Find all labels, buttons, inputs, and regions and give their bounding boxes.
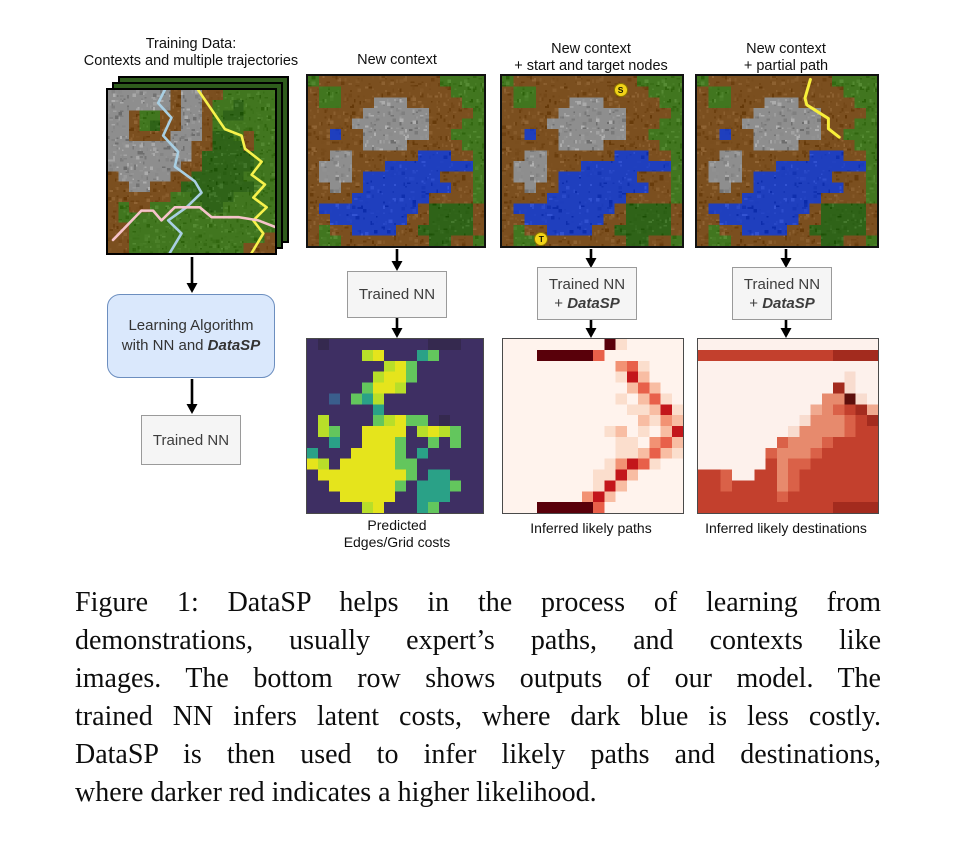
caption-line: images. The bottom row shows outputs of … bbox=[75, 663, 881, 694]
context-terrain-canvas bbox=[502, 76, 682, 246]
inferred-paths-heatmap bbox=[502, 338, 684, 514]
paths-heatmap-canvas bbox=[503, 339, 683, 513]
training-title-line1: Training Data: bbox=[145, 36, 237, 52]
algo-box-line1: Learning Algorithm bbox=[128, 317, 254, 334]
costs-output-caption: Predicted Edges/Grid costs bbox=[343, 517, 451, 550]
datasp-emphasis: DataSP bbox=[762, 294, 815, 312]
training-terrain-canvas bbox=[108, 90, 275, 253]
flow-arrow bbox=[391, 249, 403, 271]
training-image-stack bbox=[106, 76, 292, 256]
flow-arrow bbox=[780, 320, 792, 338]
caption-line: demonstrations, usually expert’s paths, … bbox=[75, 625, 881, 656]
trajectories-overlay bbox=[108, 90, 275, 253]
column-costs-title: New context bbox=[357, 52, 437, 68]
destinations-output-caption: Inferred likely destinations bbox=[705, 520, 867, 536]
flow-arrow bbox=[780, 249, 792, 268]
column-paths-title: New context + start and target nodes bbox=[514, 41, 668, 74]
inferred-destinations-heatmap bbox=[697, 338, 879, 514]
trained-nn-datasp-box-destinations: Trained NN + DataSP bbox=[732, 267, 832, 320]
caption-line: trained NN infers latent costs, where da… bbox=[75, 701, 881, 732]
training-map-image bbox=[106, 88, 277, 255]
learning-algorithm-box: Learning Algorithm with NN and DataSP bbox=[107, 294, 275, 378]
flow-arrow bbox=[585, 249, 597, 268]
caption-line: DataSP is then used to infer likely path… bbox=[75, 739, 881, 770]
target-node-marker: T bbox=[534, 232, 549, 247]
training-data-title: Training Data: Contexts and multiple tra… bbox=[60, 36, 322, 70]
paths-output-caption: Inferred likely paths bbox=[530, 520, 652, 536]
context-terrain-canvas bbox=[697, 76, 877, 246]
trained-nn-box-left: Trained NN bbox=[141, 415, 241, 465]
predicted-costs-heatmap bbox=[306, 338, 484, 514]
caption-line: where darker red indicates a higher like… bbox=[75, 777, 597, 808]
new-context-image-3 bbox=[695, 74, 879, 248]
trained-nn-box-costs: Trained NN bbox=[347, 271, 447, 318]
new-context-image-2: S T bbox=[500, 74, 684, 248]
datasp-emphasis: DataSP bbox=[567, 294, 620, 312]
algo-box-line2: with NN and DataSP bbox=[121, 337, 261, 354]
datasp-emphasis: DataSP bbox=[207, 337, 261, 354]
flow-arrow bbox=[186, 379, 198, 414]
partial-path-overlay bbox=[697, 76, 877, 246]
training-title-line2: Contexts and multiple trajectories bbox=[83, 53, 299, 69]
new-context-image-1 bbox=[306, 74, 486, 248]
flow-arrow bbox=[391, 318, 403, 338]
flow-arrow bbox=[186, 257, 198, 293]
destinations-heatmap-canvas bbox=[698, 339, 878, 513]
caption-line: Figure 1: DataSP helps in the process of… bbox=[75, 587, 881, 618]
costs-heatmap-canvas bbox=[307, 339, 483, 513]
start-node-marker: S bbox=[613, 82, 628, 97]
trained-nn-datasp-box-paths: Trained NN + DataSP bbox=[537, 267, 637, 320]
context-terrain-canvas bbox=[308, 76, 484, 246]
column-destinations-title: New context + partial path bbox=[743, 41, 829, 74]
flow-arrow bbox=[585, 320, 597, 338]
figure-caption: Figure 1: DataSP helps in the process of… bbox=[75, 584, 881, 812]
